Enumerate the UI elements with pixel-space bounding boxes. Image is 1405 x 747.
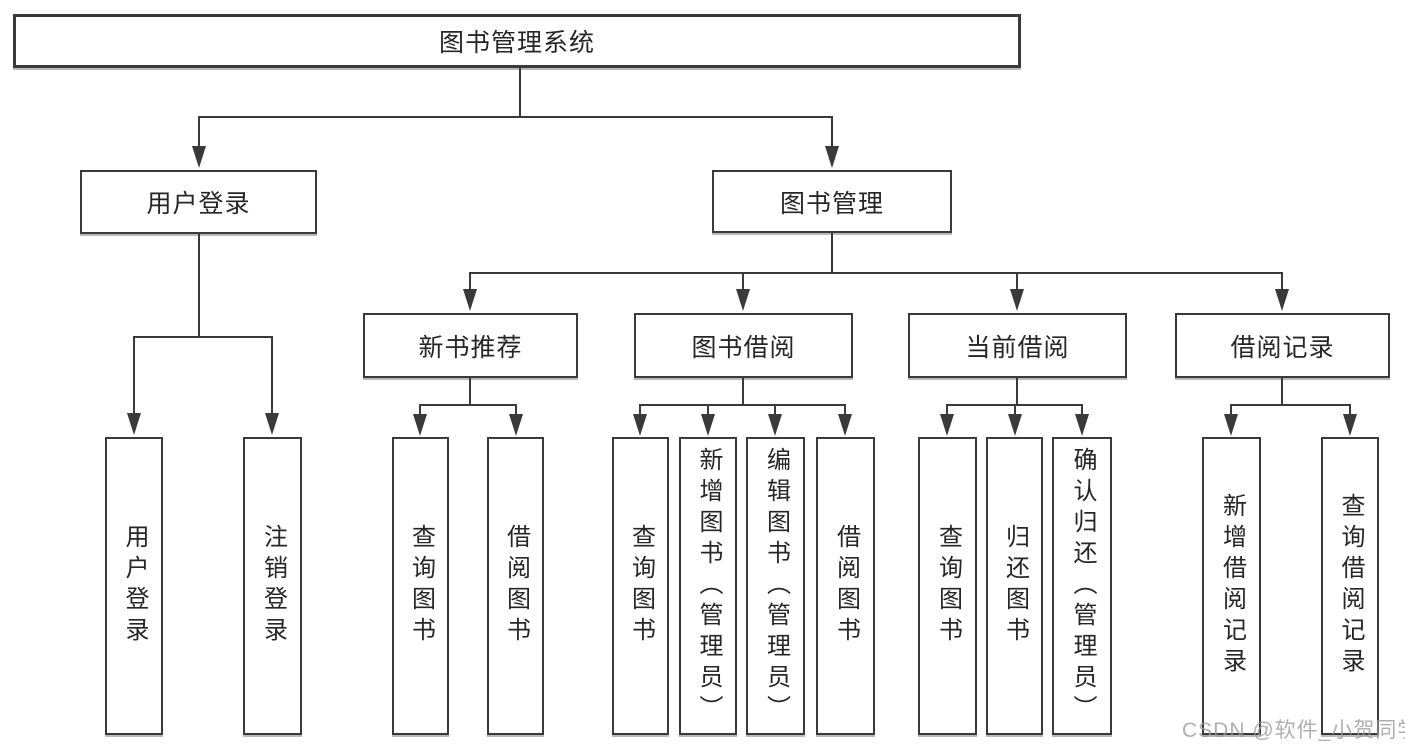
leaf-confirm-return-admin: 确认归还（管理员） — [1052, 437, 1112, 735]
leaf-return-books: 归还图书 — [986, 437, 1043, 735]
connector-line — [198, 116, 200, 148]
leaf-query-books-borrowing: 查询图书 — [612, 437, 669, 735]
leaf-query-books-recommend: 查询图书 — [392, 437, 449, 735]
arrowhead-down-icon — [509, 414, 523, 436]
node-library-management-system: 图书管理系统 — [13, 14, 1021, 68]
arrowhead-down-icon — [1075, 414, 1089, 436]
node-current-borrowing: 当前借阅 — [908, 313, 1127, 378]
connector-line — [1349, 404, 1351, 415]
connector-line — [469, 272, 1283, 274]
connector-line — [515, 404, 517, 415]
arrowhead-down-icon — [413, 414, 427, 436]
connector-line — [133, 336, 135, 414]
connector-line — [831, 233, 833, 274]
connector-line — [1081, 404, 1083, 415]
leaf-query-borrow-record: 查询借阅记录 — [1321, 437, 1379, 735]
connector-line — [419, 404, 517, 406]
arrowhead-down-icon — [940, 414, 954, 436]
connector-line — [1016, 272, 1018, 289]
connector-line — [640, 404, 846, 406]
connector-line — [519, 68, 521, 118]
node-borrowing-records: 借阅记录 — [1175, 313, 1390, 378]
arrowhead-down-icon — [127, 413, 141, 435]
connector-line — [742, 378, 744, 406]
connector-line — [198, 234, 200, 338]
arrowhead-down-icon — [463, 289, 477, 311]
leaf-query-books-current: 查询图书 — [918, 437, 977, 735]
connector-line — [419, 404, 421, 415]
leaf-borrow-books-recommend: 借阅图书 — [487, 437, 544, 735]
leaf-borrow-books-borrowing: 借阅图书 — [816, 437, 875, 735]
arrowhead-down-icon — [1008, 414, 1022, 436]
leaf-add-borrow-record: 新增借阅记录 — [1202, 437, 1261, 735]
arrowhead-down-icon — [736, 289, 750, 311]
arrowhead-down-icon — [1010, 289, 1024, 311]
arrowhead-down-icon — [265, 413, 279, 435]
csdn-watermark: CSDN @软件_小贺同学 — [1182, 719, 1405, 742]
leaf-add-book-admin: 新增图书（管理员） — [679, 437, 737, 735]
connector-line — [469, 272, 471, 289]
node-new-book-recommendation: 新书推荐 — [363, 313, 578, 378]
arrowhead-down-icon — [1275, 289, 1289, 311]
node-book-management: 图书管理 — [712, 170, 952, 233]
connector-line — [946, 404, 948, 415]
connector-line — [639, 404, 641, 415]
arrowhead-down-icon — [192, 146, 206, 168]
arrowhead-down-icon — [1343, 414, 1357, 436]
arrowhead-down-icon — [1224, 414, 1238, 436]
connector-line — [774, 404, 776, 415]
arrowhead-down-icon — [825, 146, 839, 168]
connector-line — [1016, 378, 1018, 406]
arrowhead-down-icon — [701, 414, 715, 436]
leaf-logout: 注销登录 — [243, 437, 302, 735]
connector-line — [1281, 378, 1283, 406]
connector-line — [742, 272, 744, 289]
connector-line — [1281, 272, 1283, 289]
leaf-user-login: 用户登录 — [105, 437, 163, 735]
connector-line — [1230, 404, 1232, 415]
node-book-borrowing: 图书借阅 — [634, 313, 853, 378]
connector-line — [844, 404, 846, 415]
connector-line — [469, 378, 471, 406]
connector-line — [271, 336, 273, 414]
connector-line — [133, 336, 273, 338]
connector-line — [707, 404, 709, 415]
arrowhead-down-icon — [768, 414, 782, 436]
arrowhead-down-icon — [838, 414, 852, 436]
connector-line — [198, 116, 833, 118]
leaf-edit-book-admin: 编辑图书（管理员） — [746, 437, 805, 735]
arrowhead-down-icon — [633, 414, 647, 436]
connector-line — [1014, 404, 1016, 415]
node-user-login: 用户登录 — [80, 170, 317, 234]
connector-line — [831, 116, 833, 148]
connector-line — [1231, 404, 1351, 406]
